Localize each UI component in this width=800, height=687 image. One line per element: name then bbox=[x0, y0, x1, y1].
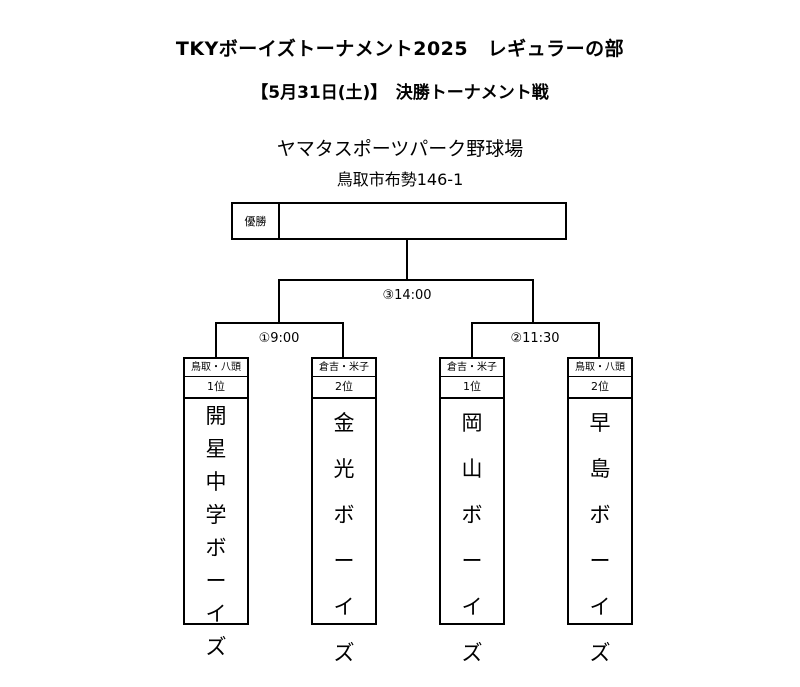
team-name-char: ボ bbox=[333, 503, 355, 527]
team-box-4: 鳥取・八頭 2位 早 島 ボ ー イ ズ bbox=[567, 357, 633, 665]
team-box-3: 倉吉・米子 1位 岡 山 ボ ー イ ズ bbox=[439, 357, 505, 665]
team-name-char: イ bbox=[589, 595, 611, 619]
team-rank: 2位 bbox=[313, 377, 375, 399]
team-rank: 2位 bbox=[569, 377, 631, 399]
team-name-char: 星 bbox=[205, 437, 227, 461]
team-name: 岡 山 ボ ー イ ズ bbox=[441, 399, 503, 676]
team-name-char: ボ bbox=[461, 503, 483, 527]
final-bar-line bbox=[278, 279, 534, 281]
team-name-char: 光 bbox=[333, 457, 355, 481]
team-name-char: 中 bbox=[205, 470, 227, 494]
team-rank: 1位 bbox=[441, 377, 503, 399]
team-name-char: ー bbox=[205, 569, 227, 593]
winner-label: 優勝 bbox=[233, 204, 280, 238]
semi2-game-time: ②11:30 bbox=[510, 331, 560, 346]
winner-box: 優勝 bbox=[231, 202, 567, 240]
team-name-char: ボ bbox=[589, 503, 611, 527]
semi1-game-time: ①9:00 bbox=[258, 331, 300, 346]
team-name-char: ボ bbox=[205, 536, 227, 560]
venue-address: 鳥取市布勢146-1 bbox=[336, 170, 464, 189]
venue-name: ヤマタスポーツパーク野球場 bbox=[276, 138, 524, 160]
team-name-char: ー bbox=[589, 549, 611, 573]
team-name: 金 光 ボ ー イ ズ bbox=[313, 399, 375, 676]
team-name: 早 島 ボ ー イ ズ bbox=[569, 399, 631, 676]
team-name-char: ズ bbox=[589, 641, 611, 665]
semi2-left-drop bbox=[471, 322, 473, 358]
team-name-char: イ bbox=[205, 602, 227, 626]
team-name-char: 開 bbox=[205, 404, 227, 428]
team-name-char: 学 bbox=[205, 503, 227, 527]
team-name: 開 星 中 学 ボ ー イ ズ bbox=[185, 399, 247, 664]
team-region: 倉吉・米子 bbox=[441, 359, 503, 377]
team-region: 鳥取・八頭 bbox=[185, 359, 247, 377]
final-right-drop bbox=[532, 279, 534, 323]
final-stem-line bbox=[406, 240, 408, 280]
team-region: 鳥取・八頭 bbox=[569, 359, 631, 377]
team-box-2: 倉吉・米子 2位 金 光 ボ ー イ ズ bbox=[311, 357, 377, 665]
team-name-char: 金 bbox=[333, 411, 355, 435]
event-date-subtitle: 【5月31日(土)】 決勝トーナメント戦 bbox=[251, 83, 549, 103]
semi1-right-drop bbox=[342, 322, 344, 358]
team-name-char: イ bbox=[461, 595, 483, 619]
semi2-right-drop bbox=[598, 322, 600, 358]
team-name-char: ー bbox=[333, 549, 355, 573]
team-name-char: ー bbox=[461, 549, 483, 573]
team-name-char: 早 bbox=[589, 411, 611, 435]
final-game-time: ③14:00 bbox=[382, 288, 432, 303]
team-name-char: 島 bbox=[589, 457, 611, 481]
team-name-char: ズ bbox=[461, 641, 483, 665]
semi1-bar-line bbox=[215, 322, 344, 324]
semi1-left-drop bbox=[215, 322, 217, 358]
team-region: 倉吉・米子 bbox=[313, 359, 375, 377]
team-box-1: 鳥取・八頭 1位 開 星 中 学 ボ ー イ ズ bbox=[183, 357, 249, 659]
team-name-char: 岡 bbox=[461, 411, 483, 435]
semi2-bar-line bbox=[471, 322, 600, 324]
page-title: TKYボーイズトーナメント2025 レギュラーの部 bbox=[175, 38, 625, 60]
team-rank: 1位 bbox=[185, 377, 247, 399]
team-name-char: 山 bbox=[461, 457, 483, 481]
final-left-drop bbox=[278, 279, 280, 323]
team-name-char: ズ bbox=[333, 641, 355, 665]
team-name-char: ズ bbox=[205, 635, 227, 659]
team-name-char: イ bbox=[333, 595, 355, 619]
